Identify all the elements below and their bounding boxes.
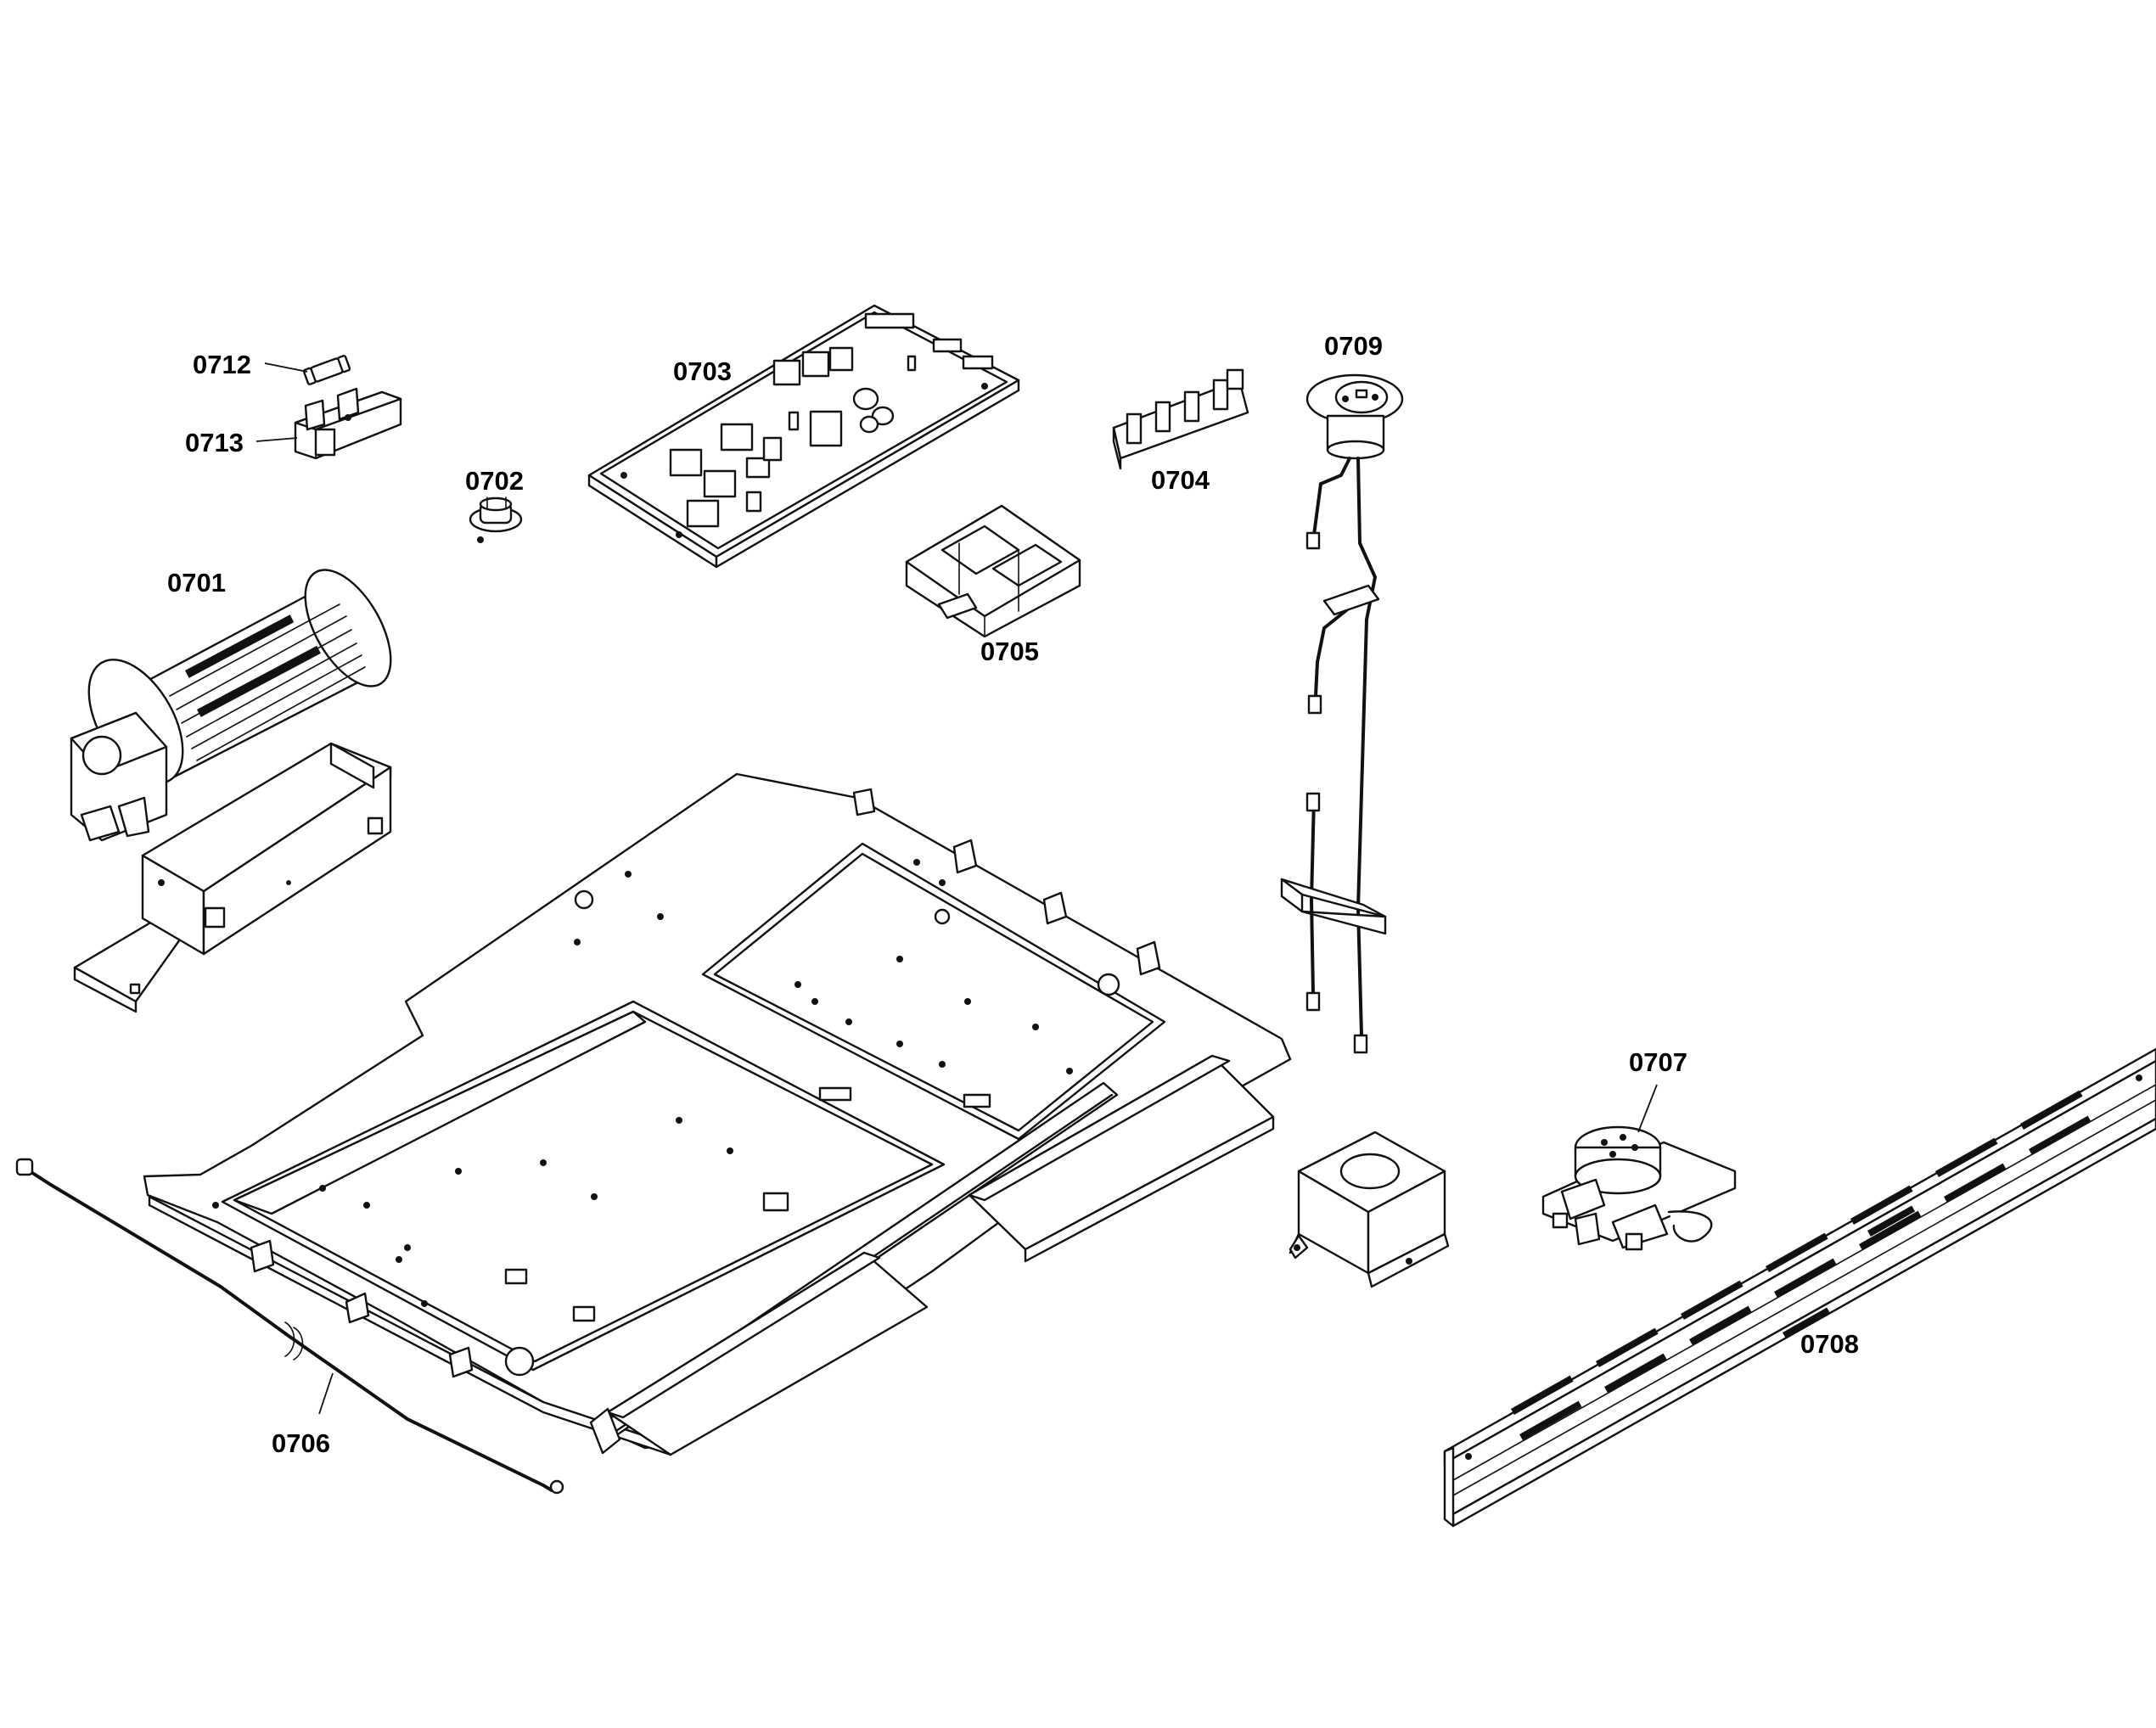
part-label-0708: 0708 bbox=[1800, 1329, 1859, 1359]
fuse-holder-icon[interactable] bbox=[294, 387, 402, 460]
latch-motor-icon[interactable] bbox=[1541, 1125, 1737, 1251]
leader-0712 bbox=[264, 362, 308, 373]
part-label-0705: 0705 bbox=[980, 637, 1039, 666]
part-label-0713: 0713 bbox=[185, 428, 244, 457]
part-label-0712: 0712 bbox=[193, 350, 251, 379]
duct-bracket bbox=[1289, 1130, 1450, 1288]
fuse-icon[interactable] bbox=[302, 355, 351, 385]
vent-rail-icon[interactable] bbox=[1443, 1047, 2156, 1528]
leader-0707 bbox=[1637, 1084, 1658, 1133]
part-label-0701: 0701 bbox=[167, 568, 226, 598]
thermostat-icon[interactable] bbox=[469, 497, 523, 543]
leader-0713 bbox=[255, 437, 298, 442]
part-label-0706: 0706 bbox=[272, 1428, 330, 1458]
part-label-0703: 0703 bbox=[673, 356, 732, 386]
part-label-0709: 0709 bbox=[1324, 331, 1383, 361]
relay-housing-icon[interactable] bbox=[905, 504, 1081, 638]
temperature-sensor-icon[interactable] bbox=[1280, 373, 1404, 1054]
part-label-0707: 0707 bbox=[1629, 1047, 1687, 1077]
blower-motor-icon[interactable] bbox=[70, 556, 408, 842]
part-label-0702: 0702 bbox=[465, 466, 524, 496]
blower-bracket bbox=[73, 742, 392, 1013]
connector-block-icon[interactable] bbox=[1112, 368, 1249, 470]
wire-lead-icon[interactable] bbox=[15, 1158, 564, 1495]
control-board-icon[interactable] bbox=[587, 304, 1020, 569]
part-label-0704: 0704 bbox=[1151, 465, 1210, 495]
leader-0706 bbox=[318, 1372, 334, 1415]
base-plate bbox=[143, 772, 1292, 1456]
